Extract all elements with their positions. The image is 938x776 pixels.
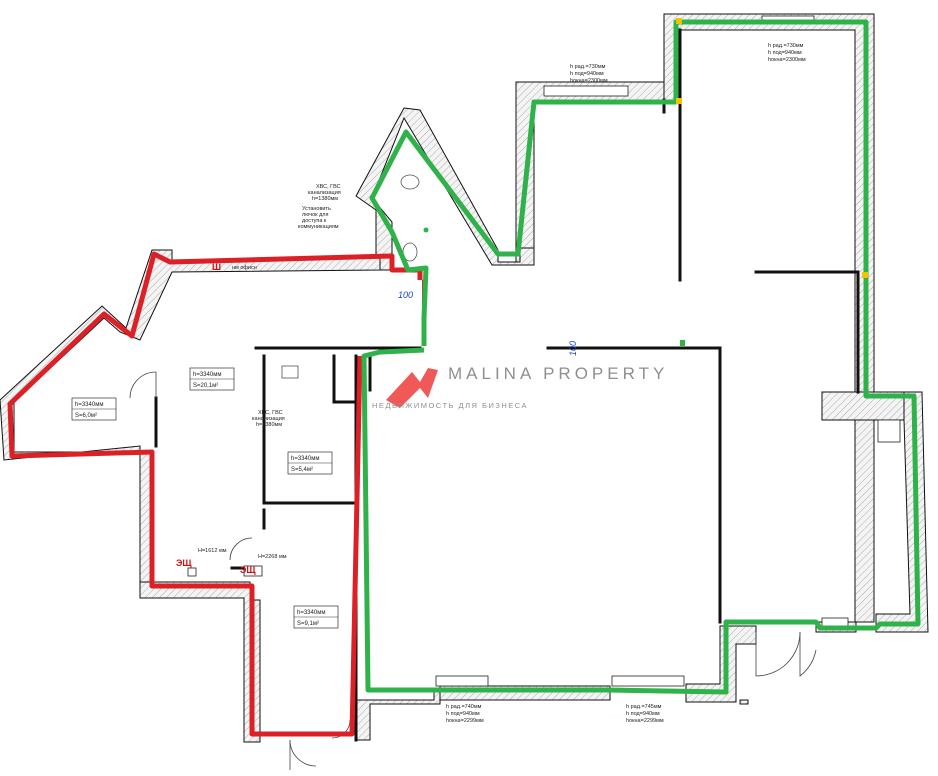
svg-text:hокна=2300мм: hокна=2300мм [768,57,806,63]
svg-text:h под=940мм: h под=940мм [570,71,604,77]
radiator-note-bottom-1: h рад.=740мм h под=940мм hокна=2299мм [446,704,484,724]
radiator-note-top-2: h рад.=730мм h под=940мм hокна=2300мм [768,43,806,63]
svg-text:ХВС, ГВС: ХВС, ГВС [316,184,341,190]
eshch-mark-2: ЭЩ [240,565,256,575]
dim-100-b: 100 [568,341,578,356]
svg-text:S=20,1м²: S=20,1м² [193,383,218,389]
logo-mark-icon [386,368,438,408]
svg-text:h рад.=740мм: h рад.=740мм [446,704,482,710]
svg-text:доступа к: доступа к [302,218,327,224]
svg-text:коммуникациям: коммуникациям [298,224,339,230]
room-tag-left: h=3340мм S=6,0м² [71,397,117,421]
svg-text:h=1380мм: h=1380мм [256,422,282,428]
svg-text:h под=940мм: h под=940мм [768,50,802,56]
svg-text:канализация: канализация [252,416,285,422]
note-hatch-access: Установить лючок для доступа к коммуника… [298,206,339,230]
svg-text:h=3340мм: h=3340мм [75,402,103,408]
svg-text:hокна=2300мм: hокна=2300мм [570,78,608,84]
svg-text:S=5,4м²: S=5,4м² [291,467,313,473]
eshch-mark-1: ЭЩ [176,558,192,568]
door-height-2: H=2268 мм [258,554,287,560]
red-zone-outline [7,251,423,737]
svg-text:hокна=2299мм: hокна=2299мм [626,718,664,724]
svg-text:h=3340мм: h=3340мм [291,456,319,462]
svg-text:hокна=2299мм: hокна=2299мм [446,718,484,724]
svg-text:h=3340мм: h=3340мм [193,372,221,378]
radiator-note-bottom-2: h рад.=745мм h под=940мм hокна=2299мм [626,704,664,724]
radiator-note-top-1: h рад.=730мм h под=940мм hокна=2300мм [570,64,608,84]
door-height-1: H=1612 мм [198,548,227,554]
svg-text:ХВС, ГВС: ХВС, ГВС [258,410,283,416]
svg-text:h рад.=730мм: h рад.=730мм [768,43,804,49]
dim-100-a: 100 [398,290,413,300]
svg-text:h рад.=730мм: h рад.=730мм [570,64,606,70]
svg-text:лючок для: лючок для [302,212,328,218]
note-utilities-mid: ХВС, ГВС канализация h=1380мм [252,410,285,428]
logo: MALINA PROPERTY НЕДВИЖИМОСТЬ ДЛЯ БИЗНЕСА [372,364,668,410]
svg-text:Установить: Установить [302,206,331,212]
svg-text:h=3340мм: h=3340мм [297,610,325,616]
room-tag-corridor: h=3340мм S=9,1м² [293,605,339,629]
ush-mark-top: Ш [212,262,221,272]
room-tag-hall: h=3340мм S=20,1м² [189,367,235,391]
svg-text:h рад.=745мм: h рад.=745мм [626,704,662,710]
green-zone-outline [361,19,921,695]
svg-text:канализация: канализация [308,190,341,196]
svg-text:S=6,0м²: S=6,0м² [75,413,97,419]
logo-tagline: НЕДВИЖИМОСТЬ ДЛЯ БИЗНЕСА [372,401,528,410]
accent-marks [187,18,868,577]
room-tag-mid: h=3340мм S=5,4м² [287,451,333,475]
radiator-marks [435,15,901,687]
note-utilities-top: ХВС, ГВС канализация h=1380мм [308,184,341,202]
logo-name: MALINA PROPERTY [448,364,668,383]
svg-text:S=9,1м²: S=9,1м² [297,621,319,627]
fixtures [281,174,429,379]
svg-text:h=1380мм: h=1380мм [312,196,338,202]
svg-text:h под=940мм: h под=940мм [626,711,660,717]
ush-caption-top: нм офисн [232,265,257,271]
svg-text:h под=940мм: h под=940мм [446,711,480,717]
